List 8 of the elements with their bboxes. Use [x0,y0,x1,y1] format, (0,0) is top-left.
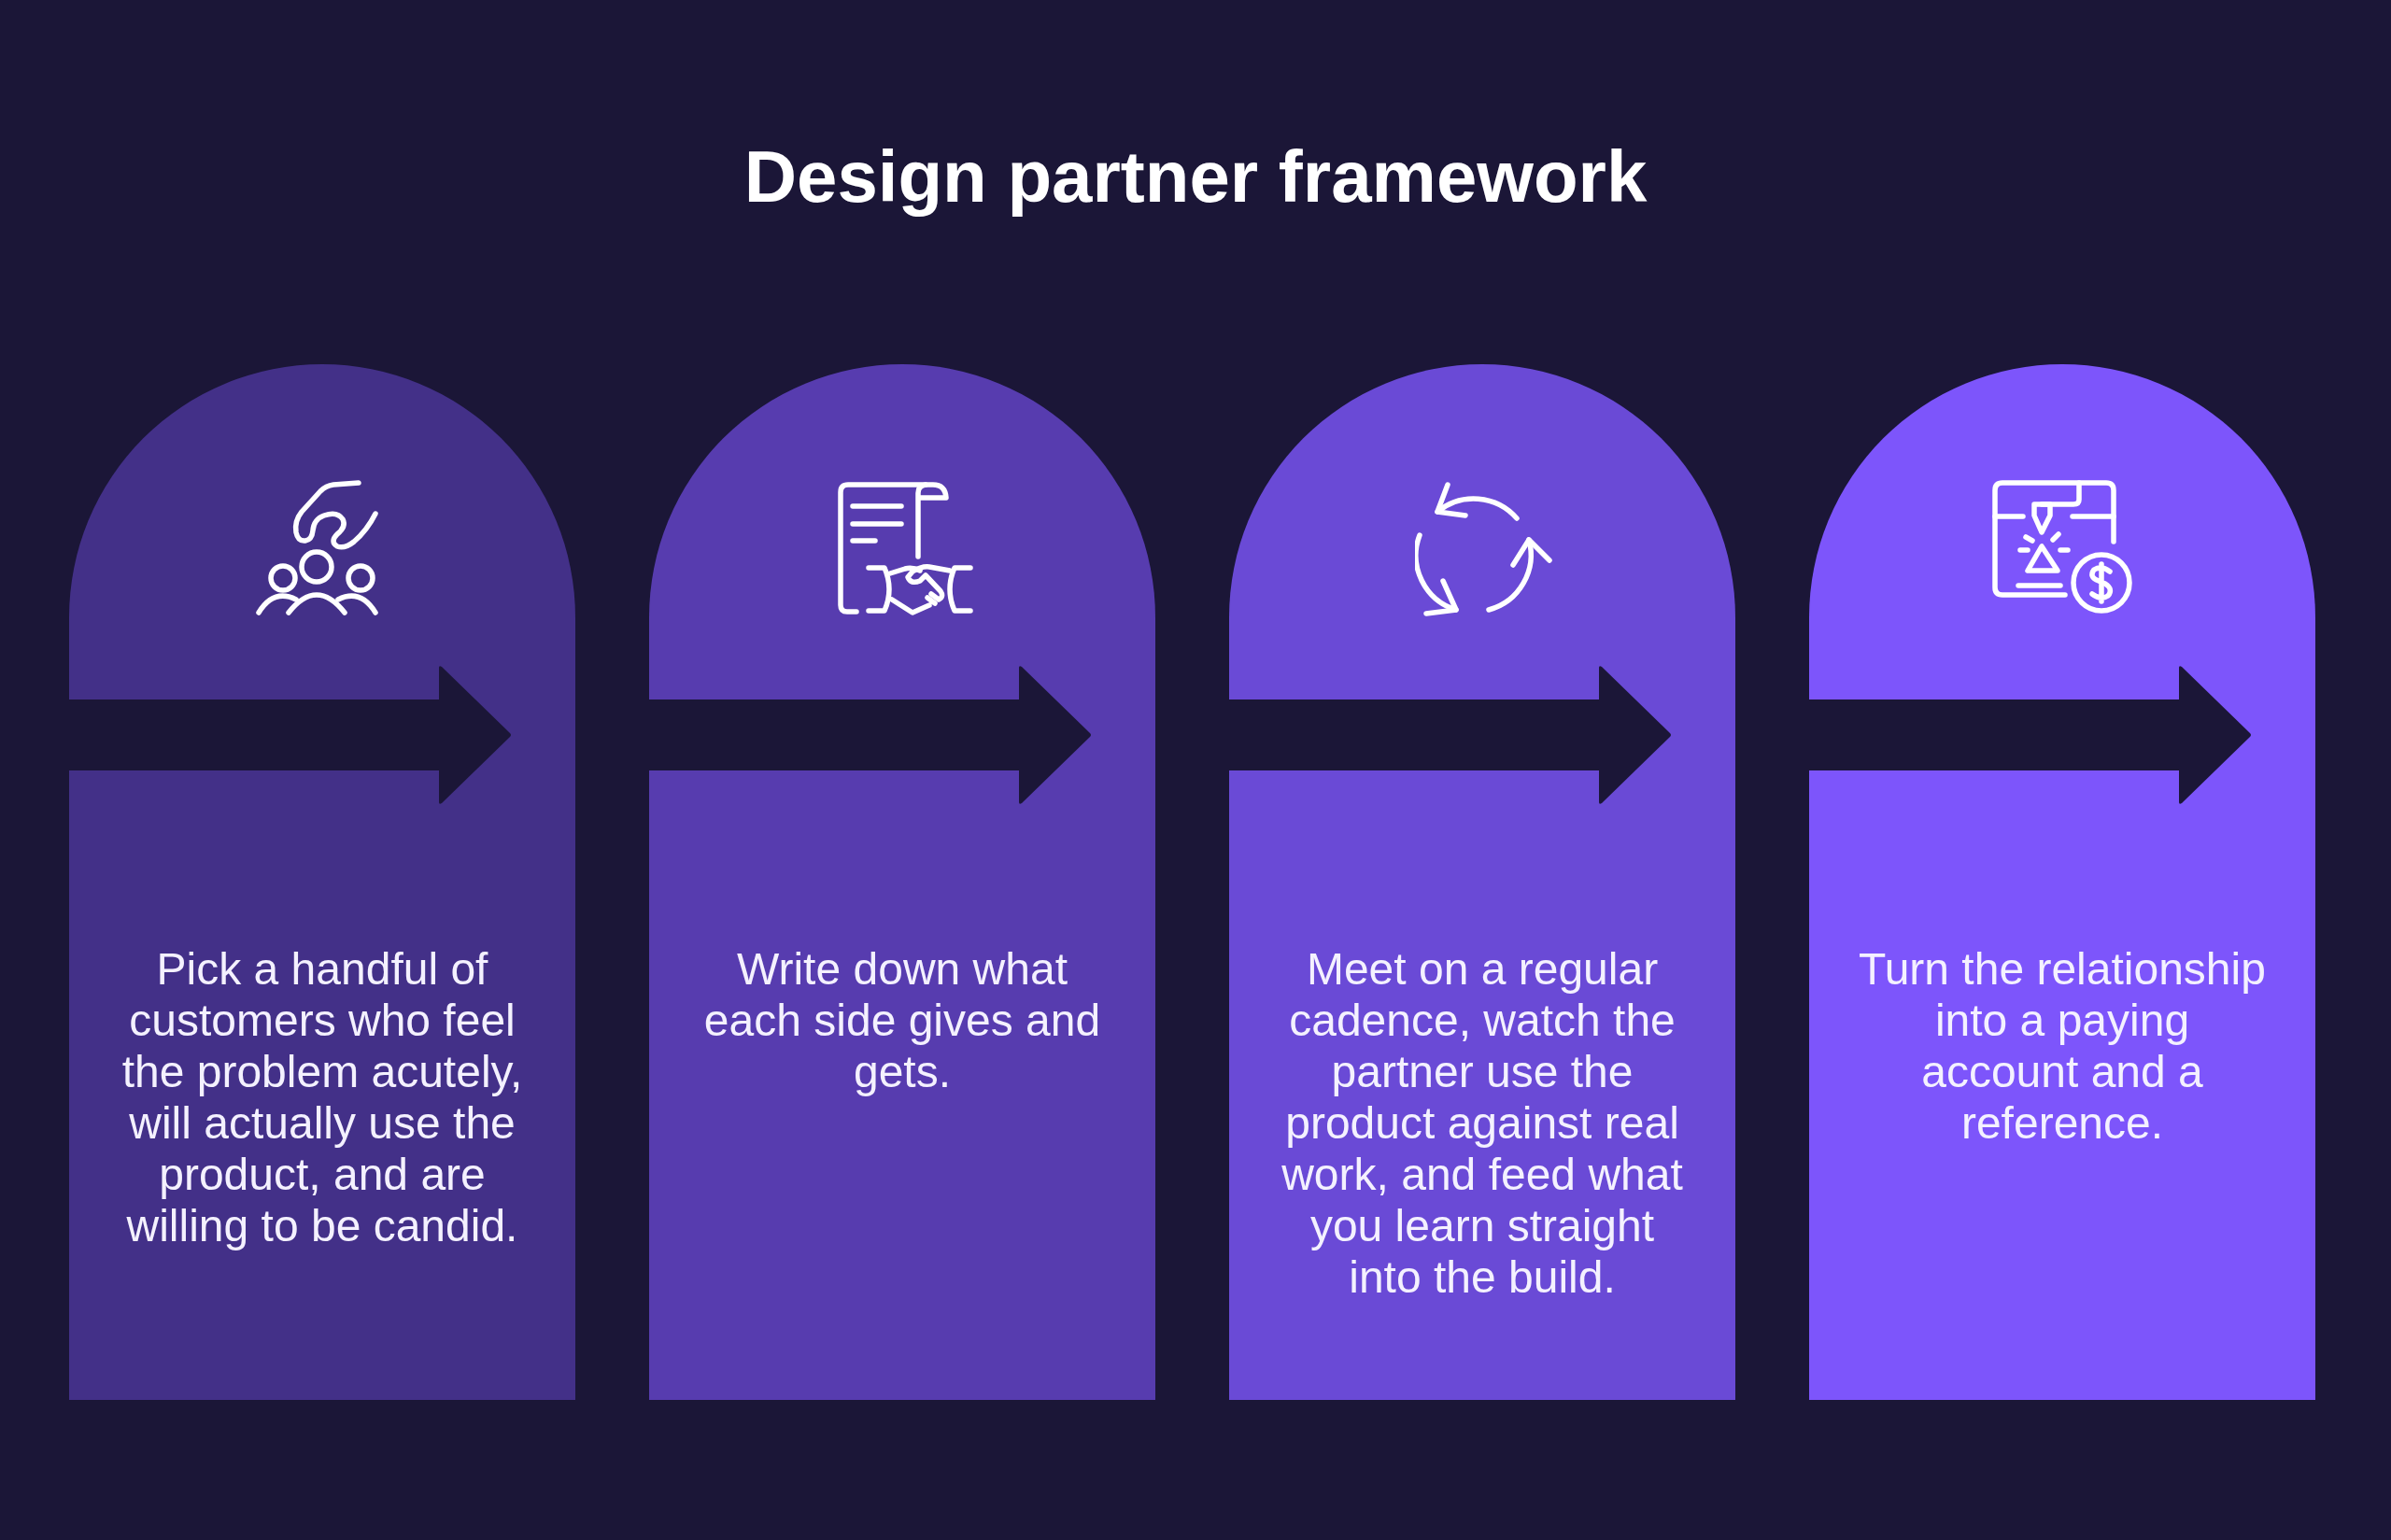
arch-card [1809,364,2315,1400]
step-description: Turn the relationship into a paying account and a reference. [1858,943,2267,1149]
arch-card [649,364,1155,1400]
step-description: Write down what each side gives and gets. [702,943,1102,1097]
step-description: Meet on a regular cadence, watch the partner use the product against real work, and feed what you learn straight into the build. [1280,943,1684,1303]
arch-card [1229,364,1735,1400]
arch-card [69,364,575,1400]
step-description: Pick a handful of customers who feel the problem acutely, will actually use the product, and are willing to be candid. [120,943,524,1251]
